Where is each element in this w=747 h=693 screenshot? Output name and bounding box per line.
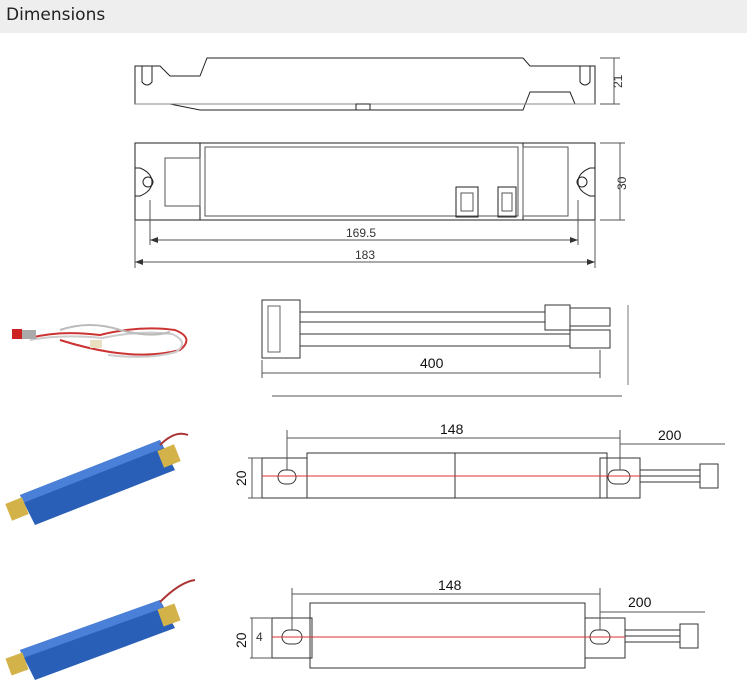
cable-drawing xyxy=(261,299,629,397)
battery1-height-label: 20 xyxy=(233,470,249,486)
switch-cable-photo xyxy=(12,324,188,358)
battery2-length-label: 148 xyxy=(438,577,462,593)
driver-inner-length-label: 169.5 xyxy=(346,226,376,240)
cable-length-label: 400 xyxy=(420,355,444,371)
section-title: Dimensions xyxy=(6,5,106,25)
battery-drawing-2 xyxy=(250,588,705,669)
driver-height-label: 21 xyxy=(611,74,625,88)
battery2-height-label: 20 xyxy=(233,632,249,648)
battery-photo-1 xyxy=(5,432,189,525)
battery-drawing-1 xyxy=(248,430,725,499)
driver-total-length-label: 183 xyxy=(355,248,375,262)
driver-top-view xyxy=(134,142,625,268)
battery1-lead-label: 200 xyxy=(658,427,682,443)
driver-side-view xyxy=(134,57,620,111)
section-header: Dimensions xyxy=(0,0,747,33)
driver-width-label: 30 xyxy=(615,176,629,190)
battery-photo-2 xyxy=(5,579,196,680)
battery2-hole-label: 4 xyxy=(256,630,263,644)
battery1-length-label: 148 xyxy=(440,421,464,437)
battery2-lead-label: 200 xyxy=(628,594,652,610)
